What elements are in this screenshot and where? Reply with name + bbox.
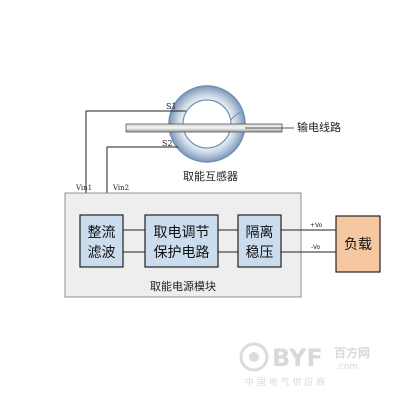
- isolation-regulation-box: [237, 214, 282, 268]
- isolation-text-1: 隔离: [246, 224, 274, 241]
- regulator-text-2: 保护电路: [154, 245, 210, 261]
- load-box: [335, 215, 381, 273]
- out-minus-label: -Vo: [311, 244, 320, 251]
- vin1-label: Vin1: [75, 184, 92, 192]
- load-label: 负载: [344, 237, 372, 253]
- power-module-label: 取能电源模块: [150, 279, 216, 293]
- transmission-line-label: 输电线路: [297, 120, 341, 134]
- watermark-brand: BYF: [272, 344, 323, 372]
- watermark-logo-dot: [249, 352, 259, 362]
- wire-s1: [85, 110, 186, 193]
- watermark: BYF 百方网 .com 中 国 电 气 供 应 商: [239, 342, 370, 388]
- vin2-label: Vin2: [112, 184, 129, 192]
- wire-s2: [106, 146, 178, 193]
- watermark-tagline: 中 国 电 气 供 应 商: [245, 376, 325, 388]
- rectifier-text-2: 滤波: [88, 245, 116, 261]
- out-plus-label: +Vo: [310, 222, 323, 229]
- watermark-logo-ring: [239, 342, 269, 372]
- ring-front-edge: [230, 111, 242, 121]
- regulator-protection-box: [144, 214, 219, 268]
- ct-label: 取能互感器: [183, 169, 238, 183]
- rectifier-text-1: 整流: [88, 225, 116, 241]
- watermark-site: 百方网: [334, 345, 370, 360]
- s1-label: S1: [166, 102, 177, 111]
- s2-label: S2: [162, 139, 173, 148]
- isolation-text-2: 稳压: [246, 245, 274, 261]
- module-internal-wires: [123, 229, 336, 253]
- watermark-domain: .com: [336, 362, 358, 372]
- rectifier-filter-box: [79, 214, 124, 268]
- regulator-text-1: 取电调节: [154, 225, 210, 241]
